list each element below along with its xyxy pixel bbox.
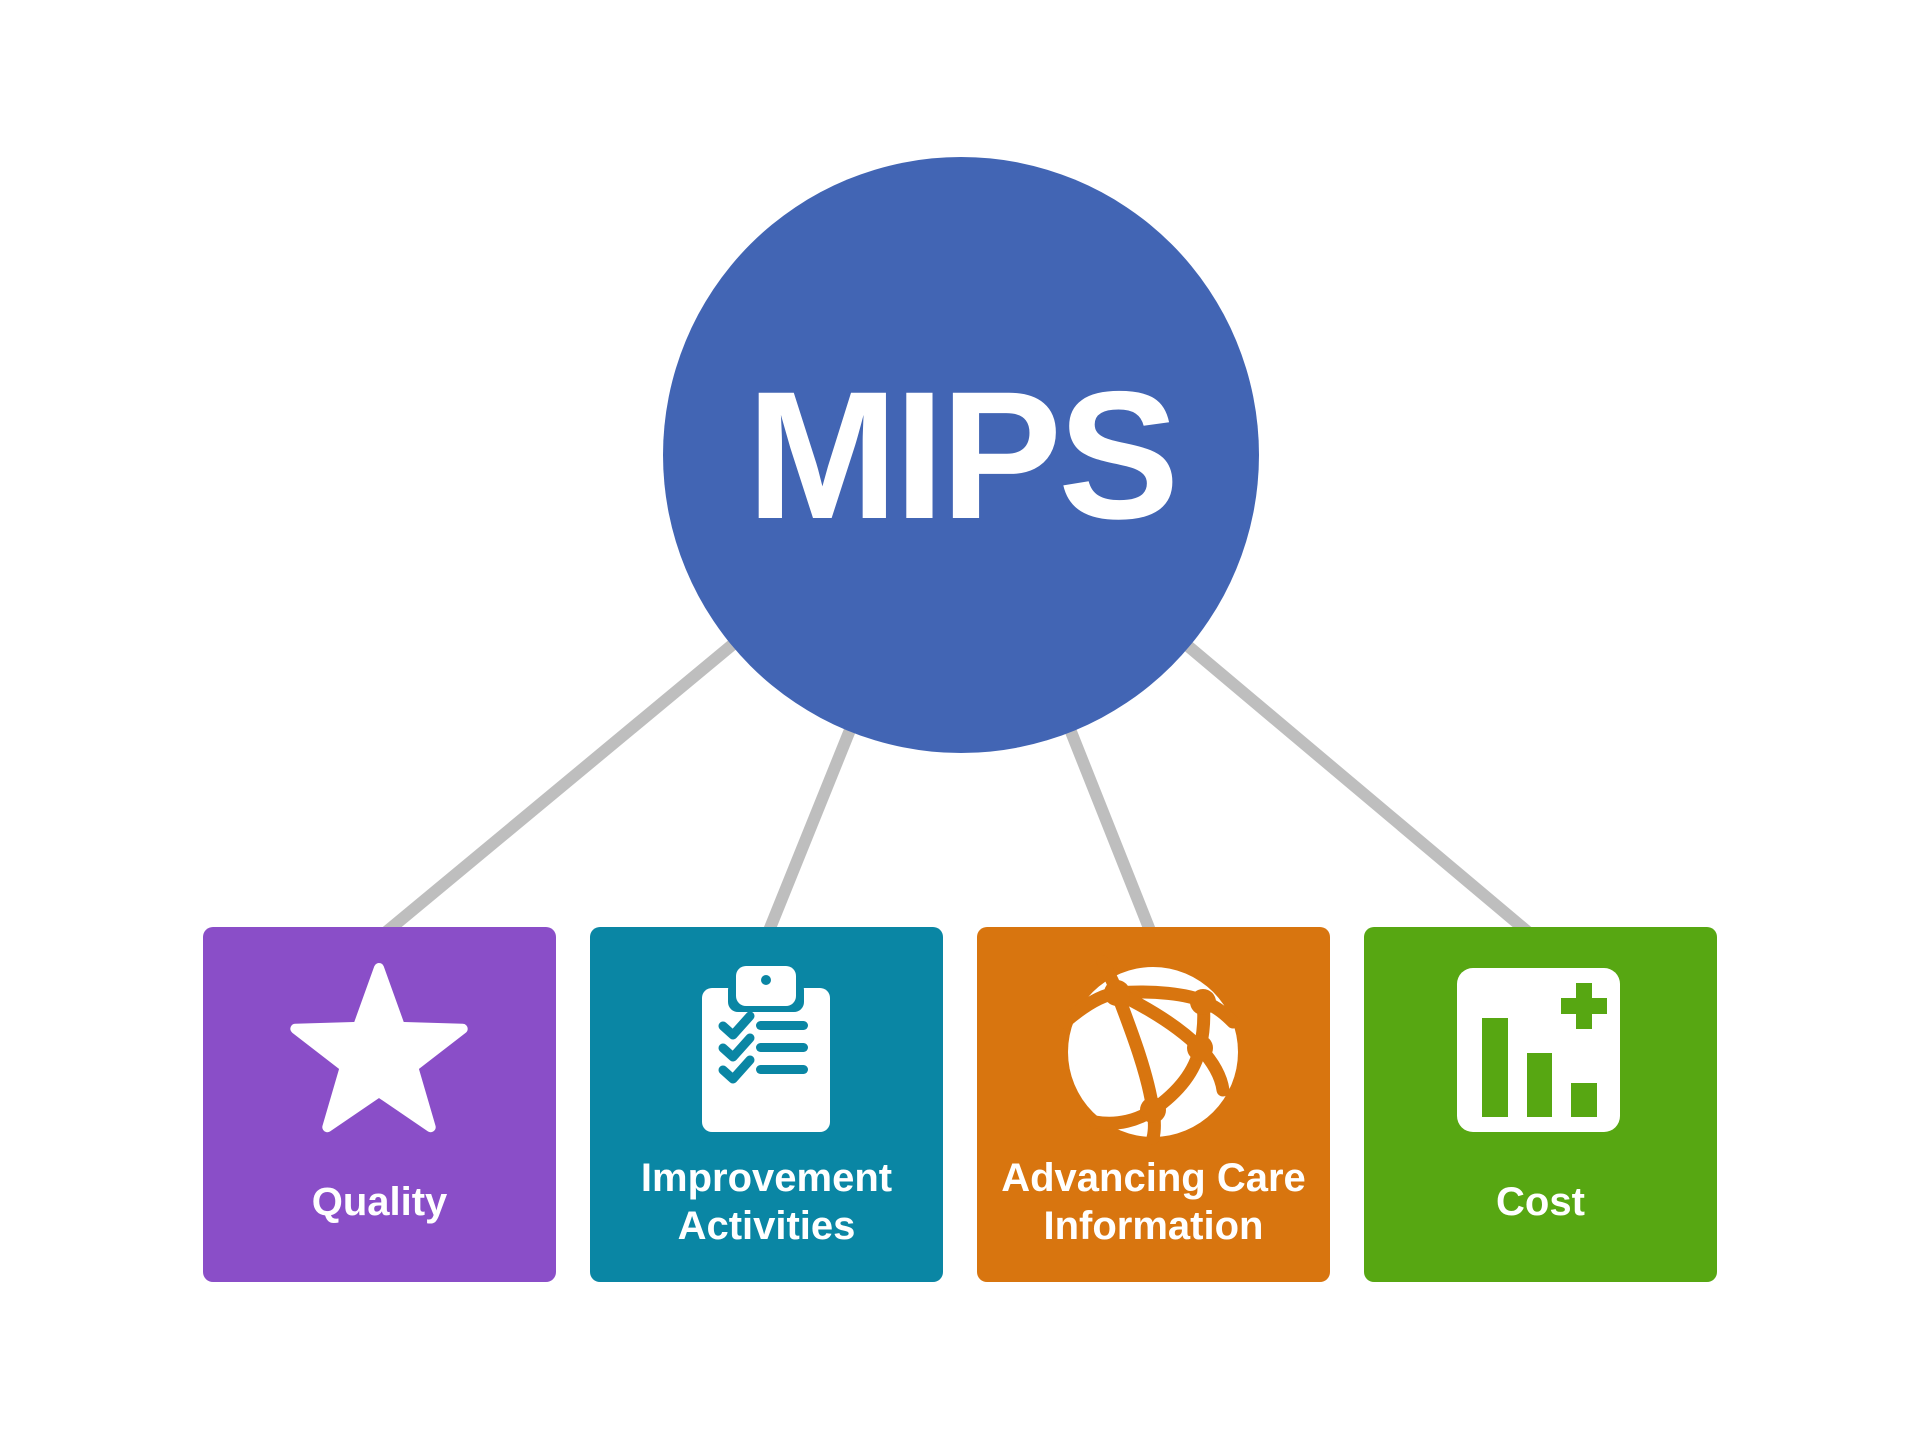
star-icon [290,963,468,1133]
card-quality: Quality [203,927,556,1282]
card-cost: Cost [1364,927,1717,1282]
chart-bars [1482,1018,1597,1117]
clipboard-clip-hole [761,975,771,985]
hub-title: MIPS [746,353,1180,557]
card-advancing-care-information: Advancing Care Information [977,927,1330,1282]
card-label-cost: Cost [1496,1180,1585,1224]
clipboard-checklist-icon [702,966,830,1132]
plus-icon [1561,983,1607,1029]
card-improvement-activities: Improvement Activities [590,927,943,1282]
globe-network-icon [1058,955,1240,1145]
card-label-advancing-care-information: Advancing Care Information [1001,1156,1306,1248]
checklist-checkmarks [718,1011,755,1084]
network-nodes [1104,980,1216,1123]
bar-chart-plus-icon [1457,968,1620,1132]
star-shape [290,963,468,1133]
card-label-improvement-activities: Improvement Activities [640,1156,893,1248]
mips-hub-circle: MIPS [663,157,1259,753]
card-label-quality: Quality [311,1180,448,1224]
clipboard-clip [736,966,796,1006]
checklist-lines [756,1021,808,1074]
